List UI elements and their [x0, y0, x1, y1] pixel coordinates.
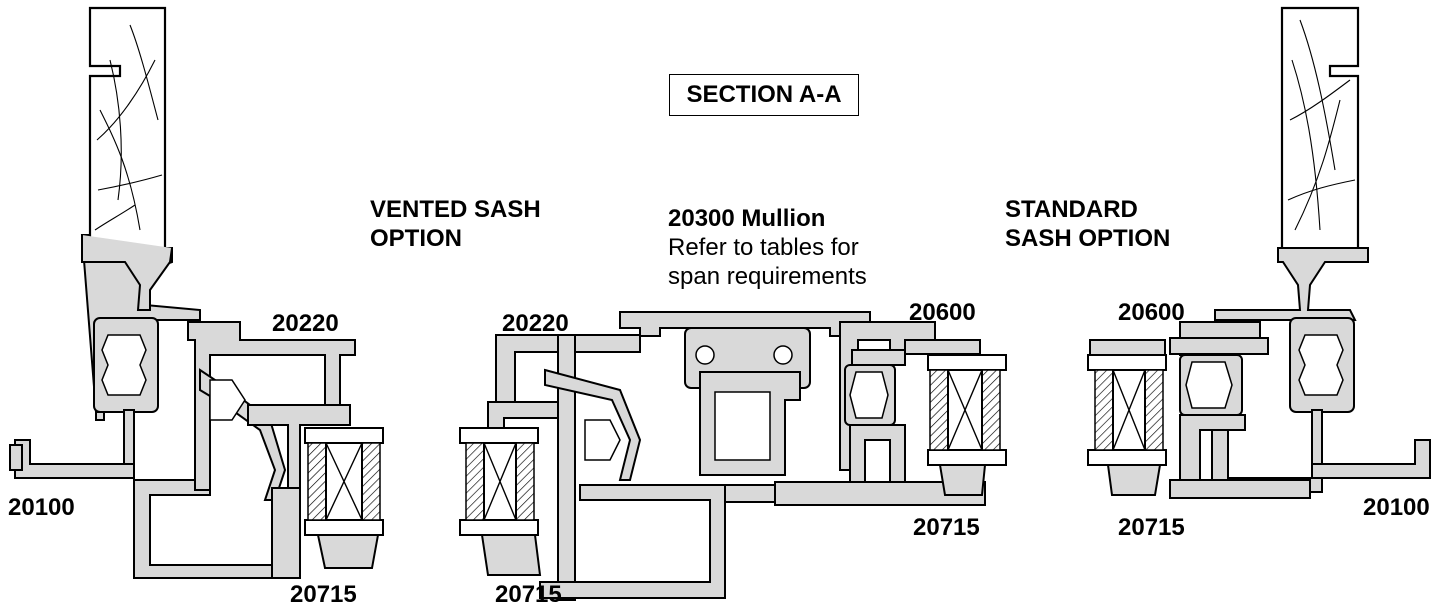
section-title: SECTION A-A — [669, 74, 859, 116]
right-glazing-unit — [1087, 354, 1167, 496]
mullion-note-line-1: Refer to tables for — [668, 234, 859, 261]
mullion-title: 20300 Mullion — [668, 205, 826, 232]
center-left-sash-profile — [487, 334, 726, 601]
center-part-20220-label: 20220 — [502, 310, 569, 337]
vented-sash-label: VENTED SASH OPTION — [370, 195, 541, 253]
right-sash-profile — [1089, 321, 1311, 499]
left-part-20100-label: 20100 — [8, 494, 75, 521]
right-part-20100-label: 20100 — [1363, 494, 1430, 521]
left-wood-jamb — [88, 6, 167, 252]
center-mullion-profile — [619, 311, 871, 503]
vented-sash-line-2: OPTION — [370, 225, 463, 252]
left-frame-profile — [9, 234, 201, 479]
standard-sash-line-2: SASH OPTION — [1005, 225, 1171, 252]
right-wood-jamb — [1280, 6, 1360, 252]
center-left-part-20715-label: 20715 — [495, 581, 562, 608]
left-part-20220-label: 20220 — [272, 310, 339, 337]
left-glazing-unit — [304, 427, 384, 569]
right-part-20600-label: 20600 — [1118, 299, 1185, 326]
standard-sash-label: STANDARD SASH OPTION — [1005, 195, 1170, 253]
center-right-glazing-unit — [927, 354, 1007, 496]
center-right-part-20715-label: 20715 — [913, 514, 980, 541]
right-frame-profile — [1214, 247, 1431, 493]
right-part-20715-label: 20715 — [1118, 514, 1185, 541]
center-right-sash-profile — [774, 321, 986, 506]
left-part-20715-label: 20715 — [290, 581, 357, 608]
vented-sash-line-1: VENTED SASH — [370, 196, 541, 223]
mullion-note: 20300 Mullion Refer to tables for span r… — [668, 204, 867, 291]
left-sash-profile — [133, 321, 356, 579]
standard-sash-line-1: STANDARD — [1005, 196, 1138, 223]
center-part-20600-label: 20600 — [909, 299, 976, 326]
mullion-note-line-2: span requirements — [668, 263, 867, 290]
center-left-glazing-unit — [459, 427, 542, 576]
